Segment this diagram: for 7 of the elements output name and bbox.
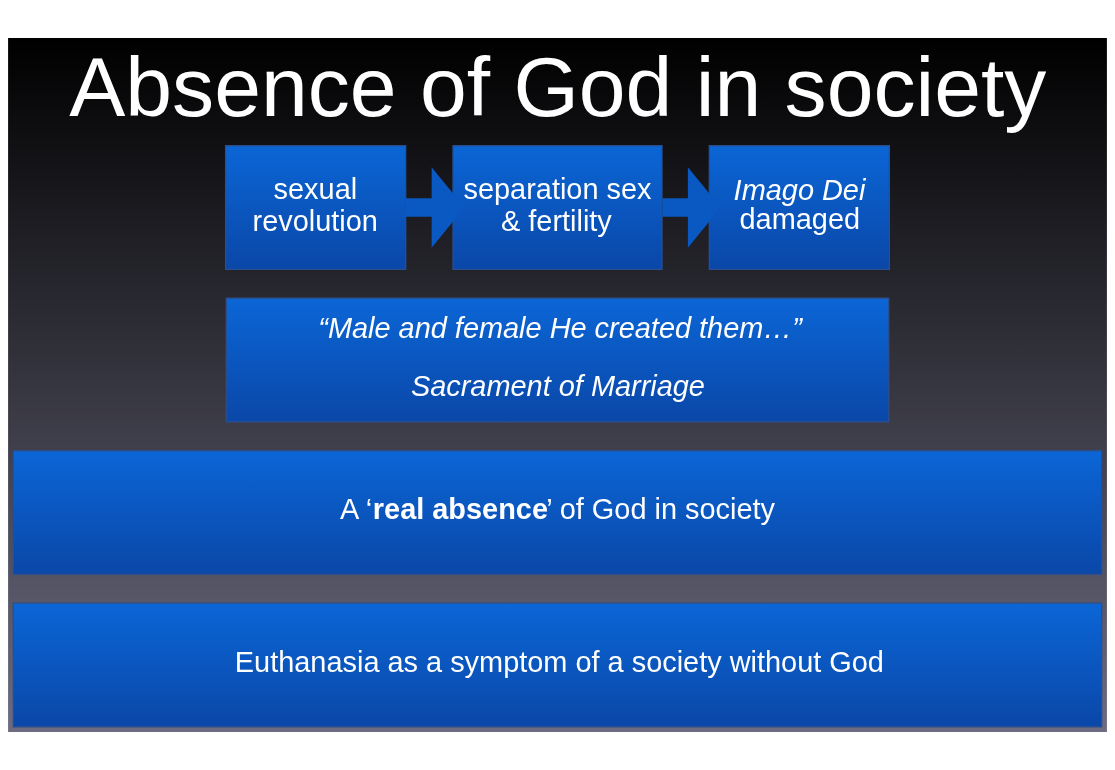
node-box: “Male and female He created them…” Sacrament of Marriage (225, 297, 890, 423)
node-box: Euthanasia as a symptom of a society without God (12, 602, 1103, 728)
node-box: Imago Dei damaged (708, 145, 891, 270)
node-box: sexual revolution (224, 145, 407, 270)
node-box: separation sex & fertility (452, 145, 663, 270)
diagram-title: Absence of God in society (69, 39, 1047, 134)
node-box: A ‘real absence’ of God in society (12, 450, 1103, 575)
